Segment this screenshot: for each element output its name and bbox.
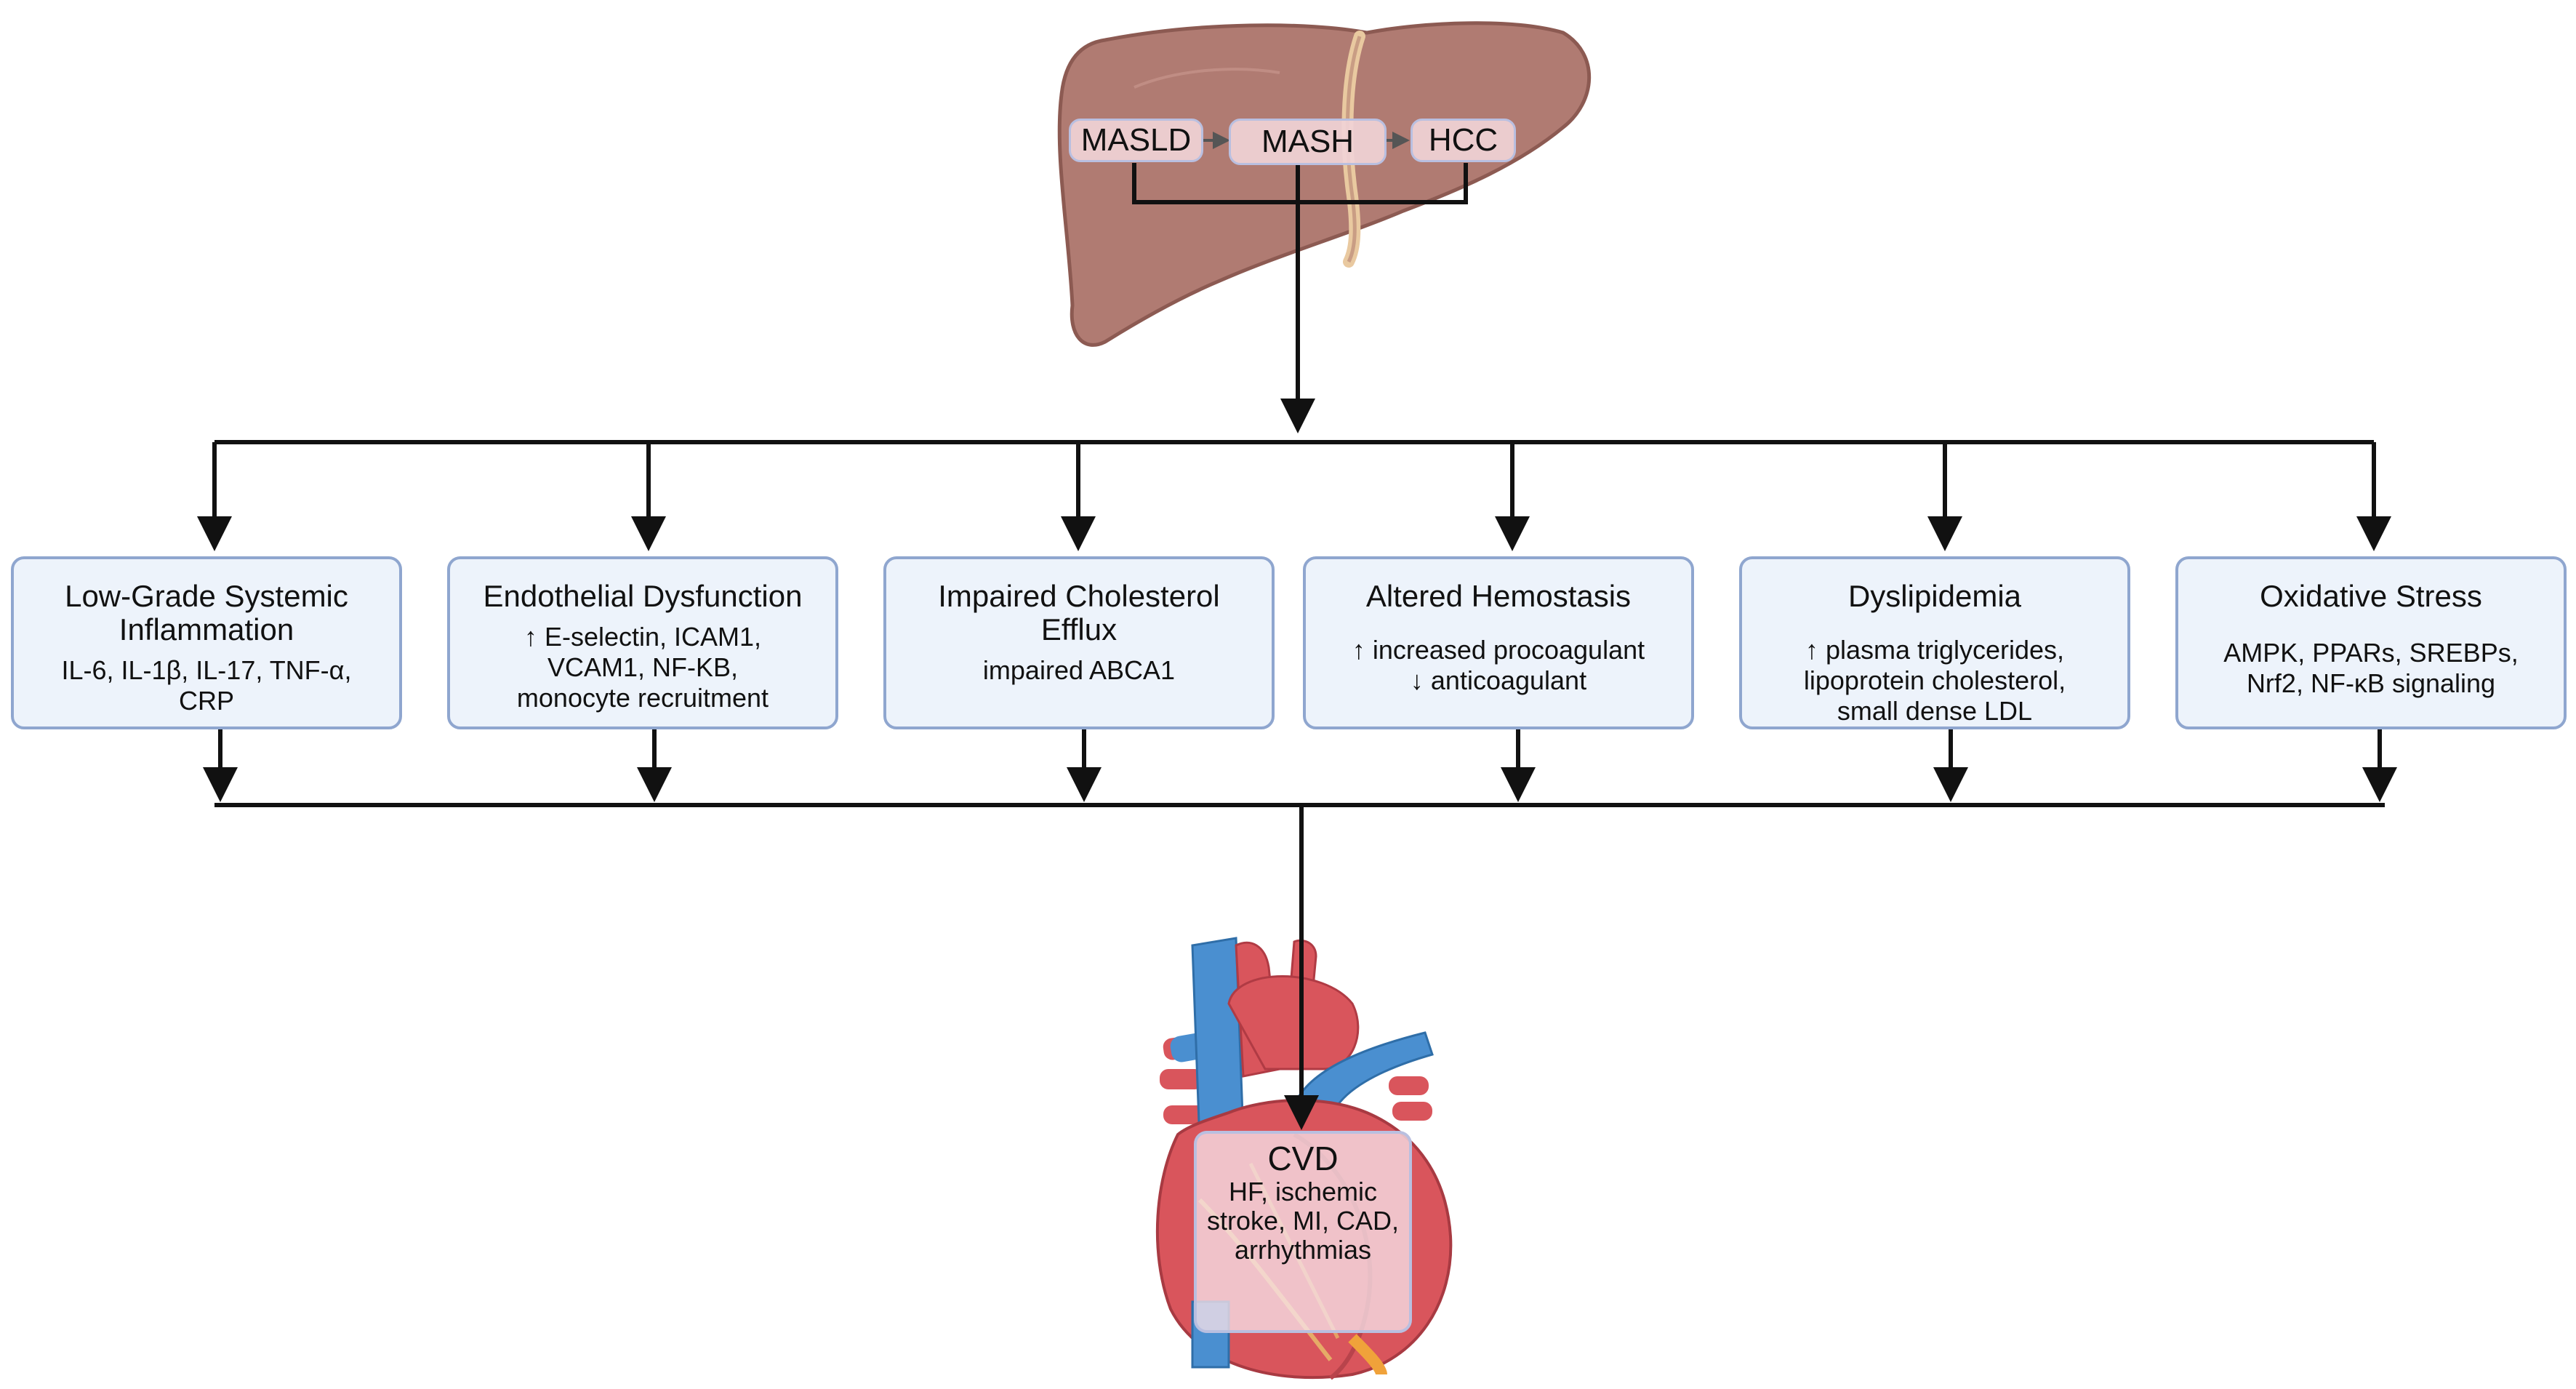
box-detail: ↑ E-selectin, ICAM1, VCAM1, NF-KB, monoc… (516, 622, 769, 713)
box-title: Impaired Cholesterol Efflux (938, 579, 1220, 647)
box-detail: ↑ increased procoagulant ↓ anticoagulant (1352, 635, 1645, 695)
box-title: Oxidative Stress (2260, 579, 2482, 613)
box-detail: AMPK, PPARs, SREBPs, Nrf2, NF-κB signali… (2223, 638, 2519, 698)
mechanism-input-arrows (197, 442, 2391, 551)
stage-mash: MASH (1229, 119, 1387, 165)
box-detail: impaired ABCA1 (982, 655, 1176, 685)
box-inflammation: Low-Grade Systemic Inflammation IL-6, IL… (11, 556, 402, 729)
box-title: Endothelial Dysfunction (483, 579, 803, 613)
box-detail: IL-6, IL-1β, IL-17, TNF-α, CRP (61, 655, 352, 716)
box-title: Dyslipidemia (1847, 579, 2022, 613)
box-oxidative: Oxidative Stress AMPK, PPARs, SREBPs, Nr… (2175, 556, 2567, 729)
cvd-title: CVD (1267, 1140, 1339, 1177)
cvd-outcome-box: CVD HF, ischemic stroke, MI, CAD, arrhyt… (1194, 1131, 1412, 1333)
box-detail: ↑ plasma triglycerides, lipoprotein chol… (1803, 635, 2066, 726)
cvd-detail: HF, ischemic stroke, MI, CAD, arrhythmia… (1206, 1177, 1400, 1265)
stage-hcc: HCC (1411, 119, 1516, 162)
box-dyslipidemia: Dyslipidemia ↑ plasma triglycerides, lip… (1739, 556, 2130, 729)
box-title: Low-Grade Systemic Inflammation (65, 579, 348, 647)
stage-masld: MASLD (1069, 119, 1203, 162)
box-endothelial: Endothelial Dysfunction ↑ E-selectin, IC… (447, 556, 838, 729)
box-cholesterol: Impaired Cholesterol Efflux impaired ABC… (883, 556, 1275, 729)
liver-illustration (1057, 21, 1592, 347)
box-hemostasis: Altered Hemostasis ↑ increased procoagul… (1303, 556, 1694, 729)
liver-connector (1132, 163, 1468, 433)
box-title: Altered Hemostasis (1365, 579, 1632, 613)
mechanism-output-arrows (203, 729, 2397, 802)
